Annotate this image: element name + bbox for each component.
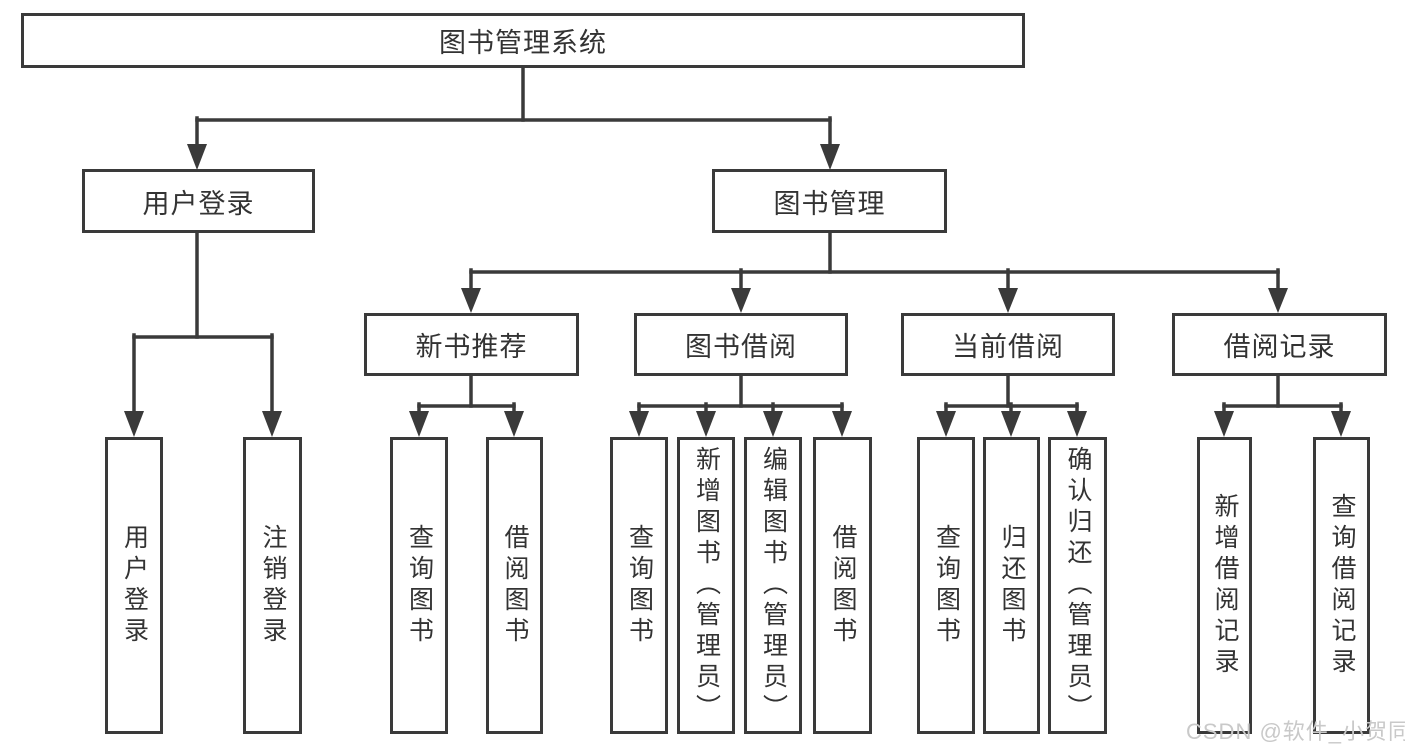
node-query-book-1: 查询图书 bbox=[390, 437, 448, 734]
node-logout-label: 注销登录 bbox=[259, 523, 287, 648]
node-query-book-1-label: 查询图书 bbox=[405, 523, 434, 648]
node-logout: 注销登录 bbox=[243, 437, 302, 734]
arrowheads bbox=[124, 144, 1351, 437]
node-new-book-recommend-label: 新书推荐 bbox=[415, 332, 528, 362]
node-add-book-admin-label: 新增图书（管理员） bbox=[692, 446, 721, 725]
node-add-borrow-record: 新增借阅记录 bbox=[1197, 437, 1252, 734]
node-borrow-book-1-label: 借阅图书 bbox=[501, 523, 529, 648]
node-query-book-3-label: 查询图书 bbox=[932, 523, 961, 648]
node-query-borrow-record: 查询借阅记录 bbox=[1313, 437, 1370, 734]
node-user-login: 用户登录 bbox=[82, 169, 315, 233]
node-new-book-recommend: 新书推荐 bbox=[364, 313, 579, 376]
node-book-borrow: 图书借阅 bbox=[634, 313, 848, 376]
node-root: 图书管理系统 bbox=[21, 13, 1025, 68]
node-borrow-records-label: 借阅记录 bbox=[1223, 332, 1336, 362]
node-confirm-return-admin: 确认归还（管理员） bbox=[1048, 437, 1107, 734]
csdn-watermark: CSDN @软件_小贺同学 bbox=[1186, 719, 1405, 744]
node-return-book-label: 归还图书 bbox=[998, 523, 1026, 648]
node-query-book-3: 查询图书 bbox=[917, 437, 975, 734]
node-borrow-book-1: 借阅图书 bbox=[486, 437, 543, 734]
node-borrow-records: 借阅记录 bbox=[1172, 313, 1387, 376]
node-query-book-2-label: 查询图书 bbox=[625, 523, 654, 648]
node-edit-book-admin-label: 编辑图书（管理员） bbox=[759, 446, 788, 725]
node-book-management-label: 图书管理 bbox=[773, 188, 886, 219]
node-user-login-label: 用户登录 bbox=[142, 188, 255, 219]
node-borrow-book-2-label: 借阅图书 bbox=[829, 523, 857, 648]
node-book-management: 图书管理 bbox=[712, 169, 947, 233]
node-query-book-2: 查询图书 bbox=[610, 437, 668, 734]
node-book-borrow-label: 图书借阅 bbox=[685, 332, 797, 362]
node-return-book: 归还图书 bbox=[983, 437, 1040, 734]
node-query-borrow-record-label: 查询借阅记录 bbox=[1328, 492, 1356, 679]
node-root-label: 图书管理系统 bbox=[439, 28, 607, 58]
node-current-borrow-label: 当前借阅 bbox=[952, 332, 1064, 362]
node-add-book-admin: 新增图书（管理员） bbox=[677, 437, 735, 734]
node-user-login-leaf-label: 用户登录 bbox=[120, 523, 149, 648]
node-confirm-return-admin-label: 确认归还（管理员） bbox=[1064, 446, 1092, 725]
node-user-login-leaf: 用户登录 bbox=[105, 437, 163, 734]
node-edit-book-admin: 编辑图书（管理员） bbox=[744, 437, 802, 734]
node-borrow-book-2: 借阅图书 bbox=[813, 437, 872, 734]
node-add-borrow-record-label: 新增借阅记录 bbox=[1211, 492, 1239, 679]
node-current-borrow: 当前借阅 bbox=[901, 313, 1115, 376]
